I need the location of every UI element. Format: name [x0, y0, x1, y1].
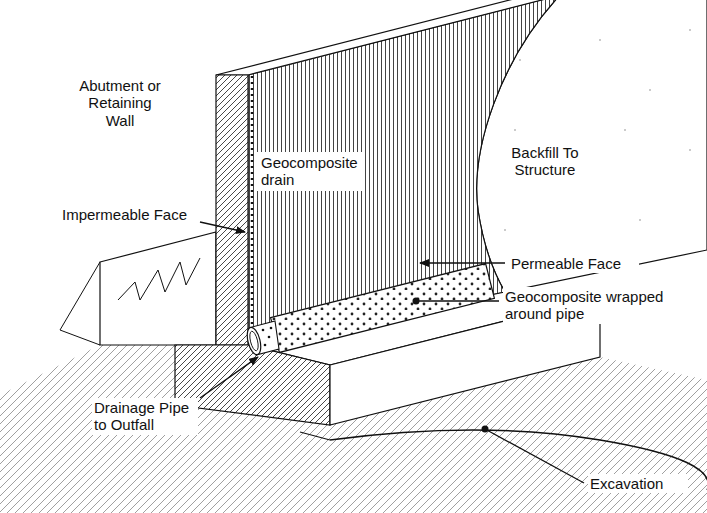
cut-zigzag: [118, 258, 200, 300]
slope-edge: [60, 262, 100, 345]
pipe-label: Geocomposite wrapped around pipe: [503, 287, 693, 324]
face-label: Permeable Face: [509, 254, 639, 273]
excavation-label: Excavation: [588, 474, 688, 493]
pipe-bore: [248, 330, 260, 351]
drain-core: [251, 76, 254, 343]
pipe-label: Drainage Pipe to Outfall: [92, 398, 198, 435]
leader-arrow: [200, 222, 245, 232]
leader-dot: [413, 298, 420, 305]
leader-line: [416, 300, 499, 301]
leader-arrow: [420, 262, 505, 263]
footing-section: [175, 345, 330, 425]
backfill-speckles: [504, 29, 691, 231]
wrapped-pipe: [271, 264, 495, 353]
pipe-perforations: [262, 327, 273, 347]
leader-dot: [482, 426, 489, 433]
excavation-line: [300, 432, 330, 440]
drain-label: Geocomposite drain: [257, 152, 365, 191]
backfill-label: Backfill To Structure: [500, 143, 590, 180]
pipe-end: [245, 326, 263, 356]
wall-top: [216, 0, 620, 75]
slope-face: [100, 232, 216, 345]
leader-line: [485, 429, 584, 483]
wall-label: Abutment or Retaining Wall: [70, 76, 170, 130]
wall-section: [216, 75, 248, 345]
face-label: Impermeable Face: [60, 205, 196, 224]
leader-arrow: [200, 357, 258, 398]
